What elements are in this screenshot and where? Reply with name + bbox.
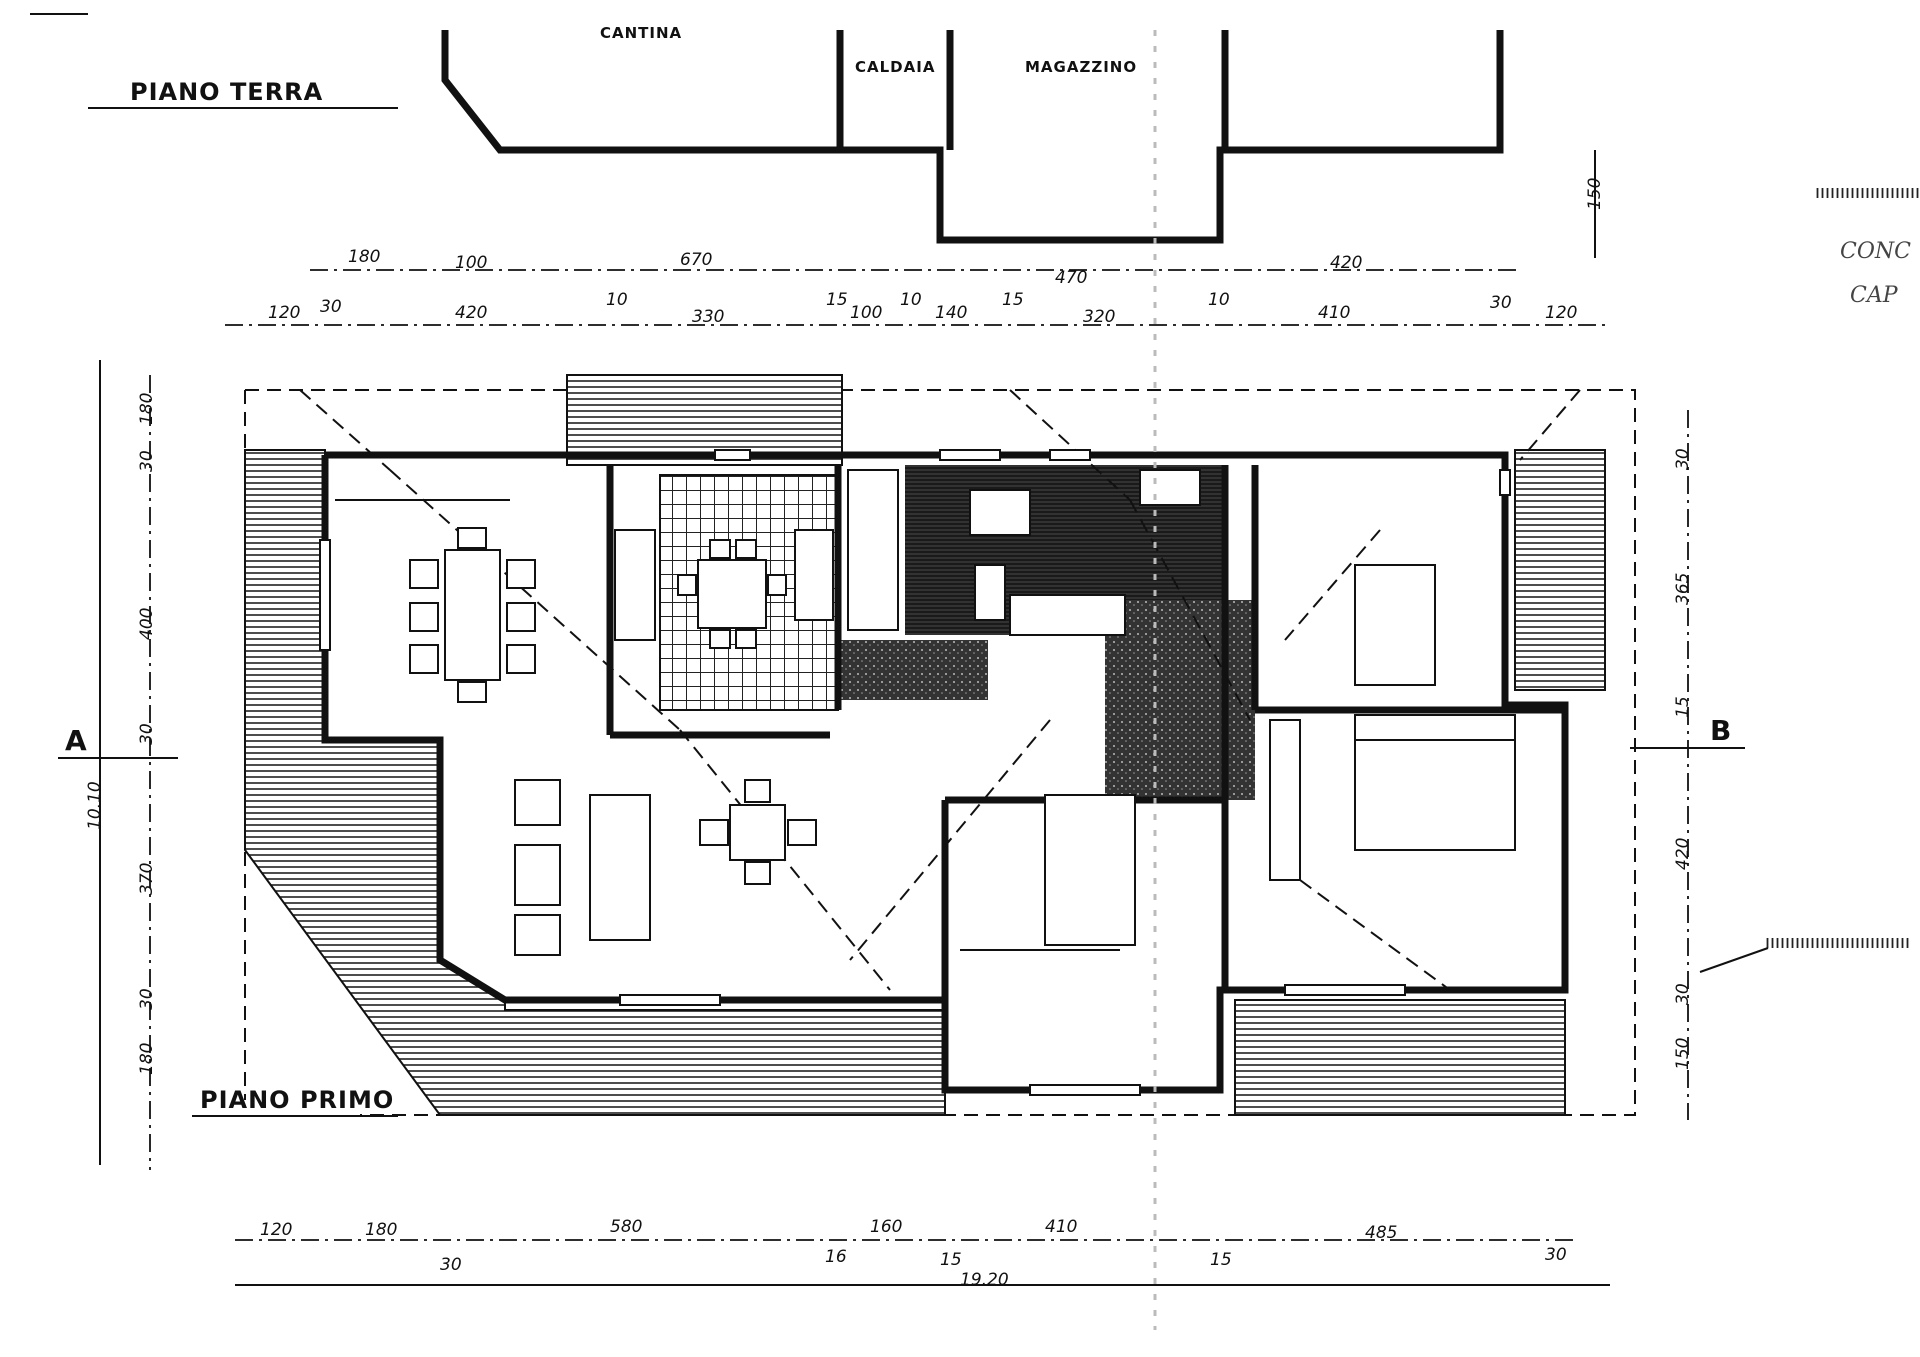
kitchen-table	[614, 529, 834, 649]
dimension-label: 485	[1365, 1223, 1397, 1243]
ground-floor-title: PIANO TERRA	[130, 78, 323, 106]
roof-outline	[245, 389, 1636, 1116]
dining-table-left	[409, 527, 536, 703]
room-label-magazzino: MAGAZZINO	[1025, 58, 1137, 76]
dimension-label: 580	[610, 1217, 642, 1237]
bath-fixture-3	[974, 564, 1006, 621]
dimension-label: 30	[1490, 293, 1512, 313]
dimension-label: 400	[137, 608, 157, 640]
dimension-label: 30	[1673, 448, 1693, 470]
dimension-label: 10	[1208, 290, 1230, 310]
dimension-label: 30	[320, 297, 342, 317]
dimension-labels-bottom: 120 180 30 580 16 160 15 410 15 485 30	[260, 1217, 1567, 1275]
dimension-label: 150	[1673, 1038, 1693, 1070]
dimension-label: 30	[137, 723, 157, 745]
corridor-floor	[1105, 600, 1255, 800]
dimension-label: 410	[1318, 303, 1350, 323]
dimension-label: 30	[137, 988, 157, 1010]
dimension-label: 180	[348, 247, 380, 267]
dimension-label: 15	[826, 290, 848, 310]
terrain-mark-bottom	[1765, 938, 1910, 948]
dimension-label: 15	[940, 1250, 962, 1270]
section-marker-b: B	[1710, 714, 1732, 747]
dimension-right-top: 150	[1585, 178, 1605, 210]
dimension-labels-top-1: 180 100 670 470 420	[348, 247, 1362, 288]
bath-fixture-2	[1009, 594, 1126, 636]
dimension-label: 100	[455, 253, 487, 273]
dimension-labels-right: 30 365 15 420 30 150	[1673, 448, 1693, 1070]
stair-landing-floor	[838, 640, 988, 700]
dimension-label: 140	[935, 303, 967, 323]
room-label-caldaia: CALDAIA	[855, 58, 935, 76]
dimension-bottom-total: 19.20	[960, 1270, 1009, 1290]
living-sofa-set	[514, 779, 817, 956]
dimension-label: 10	[900, 290, 922, 310]
first-floor-title: PIANO PRIMO	[200, 1086, 394, 1114]
ground-floor-plan	[441, 30, 1504, 244]
room-label-cantina: CANTINA	[600, 24, 682, 42]
dimension-label: 160	[870, 1217, 902, 1237]
dimension-label: 180	[365, 1220, 397, 1240]
terrace-right-hatch	[1514, 449, 1606, 691]
dimension-label: 30	[440, 1255, 462, 1275]
bedroom-furniture	[847, 469, 1516, 951]
margin-note-1: CONC	[1840, 239, 1911, 264]
dimension-label: 15	[1673, 696, 1693, 718]
dimension-label: 120	[260, 1220, 292, 1240]
margin-note-2: CAP	[1850, 283, 1899, 308]
dimension-label: 320	[1083, 307, 1115, 327]
dimension-left-total: 10.10	[85, 781, 105, 830]
dimension-label: 420	[455, 303, 487, 323]
dimension-label: 470	[1055, 268, 1087, 288]
dimension-label: 120	[268, 303, 300, 323]
dimension-label: 30	[1545, 1245, 1567, 1265]
bath-fixture-1	[969, 489, 1031, 536]
dimension-label: 30	[137, 450, 157, 472]
dimension-label: 670	[680, 250, 712, 270]
dimension-label: 30	[1673, 983, 1693, 1005]
dimension-label: 370	[137, 863, 157, 895]
dimension-label: 100	[850, 303, 882, 323]
windows	[319, 449, 1511, 1096]
dimension-label: 10	[606, 290, 628, 310]
dimension-label: 180	[137, 1043, 157, 1075]
dimension-label: 180	[137, 393, 157, 425]
section-marker-a: A	[65, 724, 88, 757]
dimension-label: 15	[1210, 1250, 1232, 1270]
dimension-label: 15	[1002, 290, 1024, 310]
terrace-bottom-right-hatch	[1234, 999, 1566, 1116]
bath-fixture-4	[1139, 469, 1201, 506]
dimension-label: 410	[1045, 1217, 1077, 1237]
dimension-label: 120	[1545, 303, 1577, 323]
terrace-top-hatch	[566, 374, 843, 466]
dimension-label: 420	[1330, 253, 1362, 273]
dimension-label: 365	[1673, 573, 1693, 605]
dimension-labels-left: 180 30 400 30 370 30 180	[137, 393, 157, 1075]
dimension-label: 16	[825, 1247, 847, 1267]
dimension-label: 330	[692, 307, 724, 327]
terrain-mark-top	[1815, 188, 1920, 198]
dimension-label: 420	[1673, 838, 1693, 870]
